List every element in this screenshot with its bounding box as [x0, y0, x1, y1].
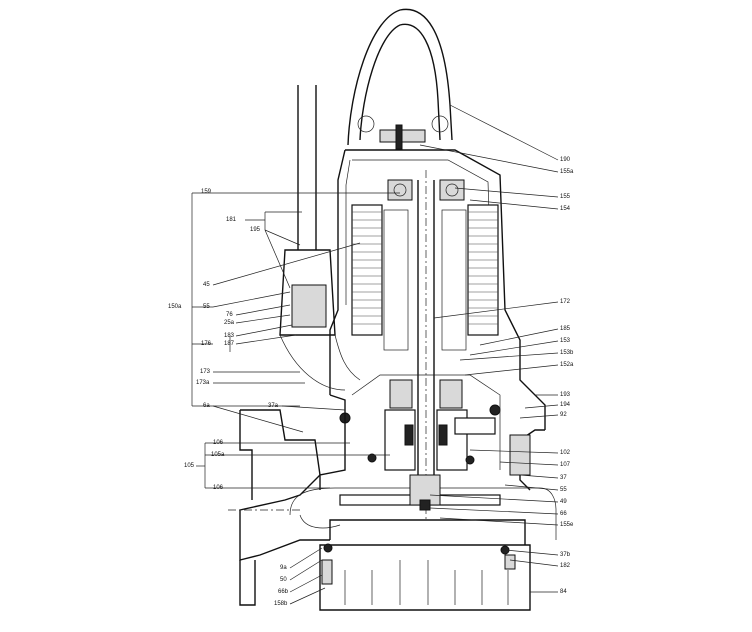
mechanical-seal: [339, 379, 501, 471]
stator: [351, 204, 499, 351]
pump-volute: [228, 409, 557, 606]
label-92: 92: [560, 412, 567, 418]
label-37a: 37a: [268, 403, 279, 409]
label-159: 159: [201, 189, 212, 195]
oil-chamber: [319, 374, 545, 491]
label-154: 154: [560, 206, 571, 212]
label-155e: 155e: [560, 522, 574, 528]
motor-housing: [329, 124, 546, 430]
label-45: 45: [203, 282, 210, 288]
label-37b: 37b: [560, 552, 571, 558]
label-153: 153: [560, 338, 571, 344]
label-152a: 152a: [560, 362, 574, 368]
label-182: 182: [560, 563, 571, 569]
cable-entry: [279, 85, 361, 391]
label-55-right: 55: [560, 487, 567, 493]
label-105a: 105a: [211, 452, 225, 458]
base-stand: [319, 519, 531, 611]
label-193: 193: [560, 392, 571, 398]
label-66b: 66b: [278, 589, 289, 595]
label-176: 176: [201, 341, 212, 347]
label-194: 194: [560, 402, 571, 408]
label-155: 155: [560, 194, 571, 200]
label-153b: 153b: [560, 350, 574, 356]
label-6a: 6a: [203, 403, 210, 409]
label-187: 187: [224, 341, 235, 347]
label-9a: 9a: [280, 565, 287, 571]
leader-lines-left: [191, 192, 400, 605]
label-155a-top: 155a: [560, 169, 574, 175]
shaft: [417, 170, 435, 520]
label-172: 172: [560, 299, 571, 305]
label-37: 37: [560, 475, 567, 481]
label-173: 173: [200, 369, 211, 375]
label-190: 190: [560, 157, 571, 163]
label-150a: 150a: [168, 304, 182, 310]
label-181: 181: [226, 217, 237, 223]
label-107: 107: [560, 462, 571, 468]
label-106-bottom: 106: [213, 485, 224, 491]
label-183: 183: [224, 333, 235, 339]
label-55-left: 55: [203, 304, 210, 310]
leader-lines-right: [419, 104, 559, 593]
label-50: 50: [280, 577, 287, 583]
lifting-handle: [347, 8, 453, 146]
label-105: 105: [184, 463, 195, 469]
top-bearing: [387, 179, 465, 201]
label-49: 49: [560, 499, 567, 505]
label-102: 102: [560, 450, 571, 456]
label-173a: 173a: [196, 380, 210, 386]
label-195: 195: [250, 227, 261, 233]
label-76: 76: [226, 312, 233, 318]
label-84: 84: [560, 589, 567, 595]
label-106-top: 106: [213, 440, 224, 446]
label-158b: 158b: [274, 601, 288, 607]
label-66: 66: [560, 511, 567, 517]
label-25a: 25a: [224, 320, 235, 326]
label-185: 185: [560, 326, 571, 332]
